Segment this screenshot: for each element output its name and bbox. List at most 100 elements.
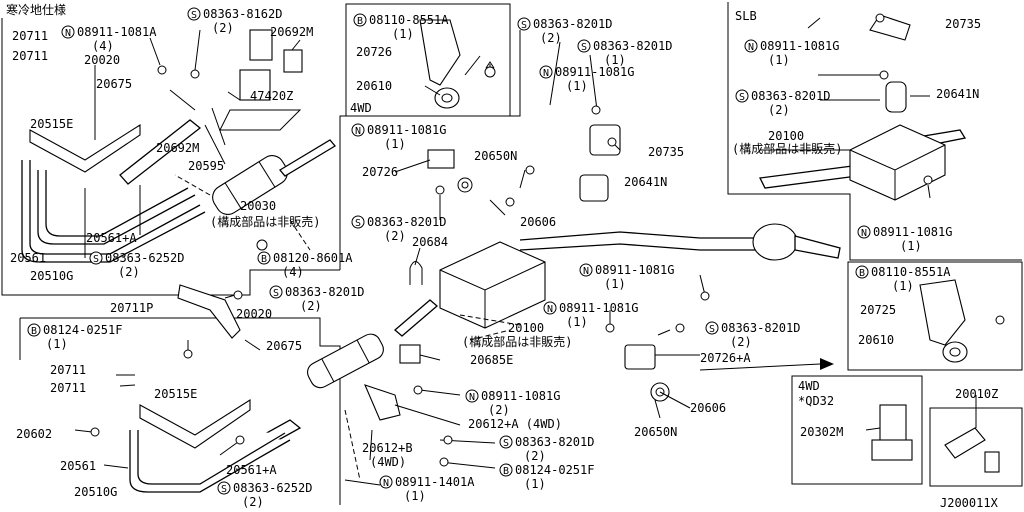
part-callout: 20711 (12, 49, 48, 63)
section-label-4wd-bottom: 4WD (798, 379, 820, 393)
part-number-label: (2) (768, 103, 790, 117)
part-callout: 20020 (84, 53, 120, 67)
fastener-type-circle (187, 7, 201, 21)
fastener-type-letter: N (547, 304, 553, 315)
part-callout: (2) (488, 403, 510, 417)
part-callout: (構成部品は非販売) (462, 334, 572, 349)
part-callout: (1) (604, 277, 626, 291)
part-callout: 20561+A (86, 231, 137, 245)
part-callout: (2) (730, 335, 752, 349)
part-number-label: 08363-8162D (203, 7, 282, 21)
part-number-label: 08911-1081G (559, 301, 638, 315)
part-number-label: 08911-1081A (77, 25, 157, 39)
part-callout: (2) (524, 449, 546, 463)
part-number-label: 08110-8551A (369, 13, 449, 27)
fastener-type-circle (855, 265, 869, 279)
part-callout: (1) (404, 489, 426, 503)
part-number-label: 20711P (110, 301, 153, 315)
part-number-label: 08363-6252D (233, 481, 312, 495)
part-callout: 20515E (154, 387, 197, 401)
part-number-label: (2) (212, 21, 234, 35)
part-callout: 20641N (624, 175, 667, 189)
pipe-drawings (21, 14, 1000, 493)
part-callout: 20561 (60, 459, 96, 473)
part-number-label: 20641N (936, 87, 979, 101)
part-callout: 20641N (936, 87, 979, 101)
fastener-type-circle (543, 301, 557, 315)
part-number-label: 08911-1081G (873, 225, 952, 239)
part-number-label: (1) (604, 277, 626, 291)
part-callout: (構成部品は非販売) (210, 214, 320, 229)
fastener-type-circle (857, 225, 871, 239)
fastener-symbols (90, 13, 1005, 467)
part-callout: 20685E (470, 353, 513, 367)
fastener-type-circle (27, 323, 41, 337)
part-callout: 47420Z (250, 89, 293, 103)
fastener-type-circle (465, 389, 479, 403)
part-number-label: 20684 (412, 235, 448, 249)
part-number-label: 08120-8601A (273, 251, 353, 265)
part-number-label: 08363-8201D (367, 215, 446, 229)
part-callout: 20510G (74, 485, 117, 499)
part-callout: 20612+A (4WD) (468, 417, 562, 431)
fastener-type-letter: N (543, 68, 549, 79)
part-number-label: 20561 (10, 251, 46, 265)
part-number-label: 08363-8201D (515, 435, 594, 449)
section-label-slb: SLB (735, 9, 757, 23)
part-callout: 20650N (474, 149, 517, 163)
part-number-label: (1) (566, 315, 588, 329)
part-callout: (1) (768, 53, 790, 67)
part-callout: (2) (118, 265, 140, 279)
part-number-label: (2) (242, 495, 264, 509)
fastener-type-letter: B (859, 268, 865, 279)
part-number-label: (1) (566, 79, 588, 93)
fastener-type-letter: B (31, 326, 37, 337)
part-number-label: (2) (540, 31, 562, 45)
part-number-label: (構成部品は非販売) (462, 334, 572, 349)
part-number-label: (2) (300, 299, 322, 313)
fastener-type-letter: S (355, 218, 361, 229)
fastener-type-letter: B (503, 466, 509, 477)
fastener-type-circle (539, 65, 553, 79)
part-callout: (1) (604, 53, 626, 67)
part-callout: (1) (46, 337, 68, 351)
part-number-label: 20610 (356, 79, 392, 93)
part-number-label: 20561 (60, 459, 96, 473)
part-number-label: 20515E (30, 117, 73, 131)
part-number-label: 08363-8201D (533, 17, 612, 31)
part-callout: 20510G (30, 269, 73, 283)
part-number-label: (1) (392, 27, 414, 41)
part-number-label: 08363-6252D (105, 251, 184, 265)
part-callout: (構成部品は非販売) (732, 141, 842, 156)
part-number-label: 20612+B (362, 441, 413, 455)
part-number-label: 20675 (96, 77, 132, 91)
fastener-type-circle (499, 435, 513, 449)
part-number-label: 20595 (188, 159, 224, 173)
fastener-type-letter: B (357, 16, 363, 27)
part-number-label: 20010Z (955, 387, 998, 401)
fastener-type-letter: S (191, 10, 197, 21)
fastener-type-letter: S (273, 288, 279, 299)
part-callout: 20684 (412, 235, 448, 249)
part-number-label: 08363-8201D (593, 39, 672, 53)
part-number-label: (2) (118, 265, 140, 279)
part-callout: 20735 (648, 145, 684, 159)
part-callout: (2) (242, 495, 264, 509)
part-number-label: 20692M (156, 141, 199, 155)
fastener-type-circle (351, 123, 365, 137)
fastener-type-letter: N (469, 392, 475, 403)
fastener-type-circle (353, 13, 367, 27)
part-callout: 20030 (240, 199, 276, 213)
fastener-type-letter: S (503, 438, 509, 449)
part-number-label: 20606 (520, 215, 556, 229)
part-callout: 20711P (110, 301, 153, 315)
part-callout: 20692M (270, 25, 313, 39)
fastener-type-circle (379, 475, 393, 489)
part-callout: (1) (384, 137, 406, 151)
part-number-label: 20725 (860, 303, 896, 317)
part-number-label: 47420Z (250, 89, 293, 103)
